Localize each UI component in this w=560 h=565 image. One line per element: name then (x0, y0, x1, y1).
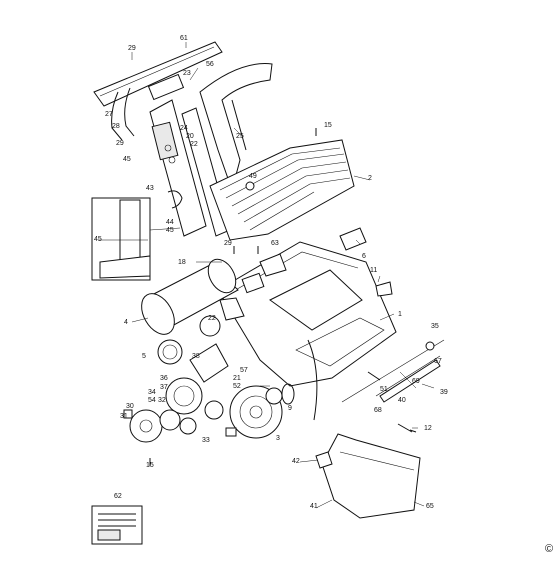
main-housing (217, 241, 397, 387)
label-30: 30 (126, 403, 134, 410)
leader-lines (131, 42, 435, 509)
copyright-mark: © (545, 543, 553, 555)
label-43: 43 (146, 185, 154, 192)
label-31: 31 (120, 413, 128, 420)
label-24: 24 (180, 125, 188, 132)
label-36: 36 (160, 375, 168, 382)
label-22-top: 22 (190, 141, 198, 148)
label-39: 39 (440, 389, 448, 396)
label-20: 20 (186, 133, 194, 140)
label-29-mid: 29 (116, 140, 124, 147)
roller (141, 258, 239, 335)
label-21: 21 (233, 375, 241, 382)
label-22-mid: 22 (208, 315, 216, 322)
part-labels: 61 29 56 23 27 28 29 24 20 22 45 25 15 2… (94, 35, 448, 510)
label-15-top: 15 (324, 122, 332, 129)
label-4: 4 (124, 319, 128, 326)
label-9: 9 (288, 405, 292, 412)
label-56: 56 (206, 61, 214, 68)
label-12: 12 (424, 425, 432, 432)
label-54: 54 (148, 397, 156, 404)
label-32: 32 (158, 397, 166, 404)
label-11: 11 (370, 267, 377, 274)
inset-detail (91, 197, 181, 281)
brush-assembly (341, 339, 445, 433)
label-45-top: 45 (123, 156, 131, 163)
label-51: 51 (380, 386, 388, 393)
label-69: 69 (412, 378, 420, 385)
label-62-box (91, 505, 143, 545)
label-41: 41 (310, 503, 318, 510)
label-34: 34 (148, 389, 156, 396)
side-parts (339, 227, 393, 297)
label-23: 23 (183, 70, 191, 77)
label-6: 6 (362, 253, 366, 260)
label-25: 25 (236, 133, 244, 140)
label-29-low: 29 (224, 240, 232, 247)
label-35: 35 (431, 323, 439, 330)
screws (149, 128, 417, 466)
label-28: 28 (112, 123, 120, 130)
label-3: 3 (276, 435, 280, 442)
label-52: 52 (233, 383, 241, 390)
label-61: 61 (180, 35, 188, 42)
collection-box (315, 433, 421, 519)
drive-components (123, 315, 318, 443)
label-67: 67 (434, 358, 442, 365)
label-33: 33 (202, 437, 210, 444)
label-40: 40 (398, 397, 406, 404)
label-37: 37 (160, 384, 168, 391)
label-1: 1 (398, 311, 402, 318)
label-44: 44 (166, 219, 174, 226)
label-68: 68 (374, 407, 382, 414)
top-cover (209, 139, 355, 241)
label-27: 27 (105, 111, 113, 118)
label-45-mid: 45 (166, 227, 174, 234)
label-62: 62 (114, 493, 122, 500)
label-15-low: 15 (146, 462, 154, 469)
label-29-top: 29 (128, 45, 136, 52)
label-65: 65 (426, 503, 434, 510)
label-5: 5 (142, 353, 146, 360)
label-57: 57 (240, 367, 248, 374)
label-49: 49 (249, 173, 257, 180)
label-2: 2 (368, 175, 372, 182)
label-18: 18 (178, 259, 186, 266)
label-45-inset: 45 (94, 236, 102, 243)
clip-43 (167, 190, 183, 209)
handle-assembly (93, 41, 273, 237)
label-38: 38 (192, 353, 200, 360)
label-42: 42 (292, 458, 300, 465)
label-63: 63 (271, 240, 279, 247)
